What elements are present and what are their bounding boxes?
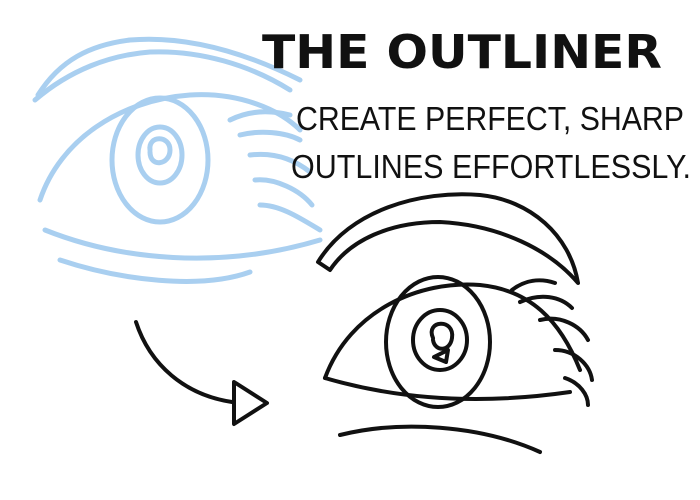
- subtitle-line-2: OUTLINES EFFORTLESSLY.: [291, 148, 691, 185]
- outlined-eye: [316, 192, 594, 454]
- subtitle-line-1: CREATE PERFECT, SHARP: [296, 100, 684, 137]
- title: THE OUTLINER: [262, 25, 662, 79]
- arrow-icon: [134, 320, 269, 426]
- sketch-eye: [32, 36, 323, 284]
